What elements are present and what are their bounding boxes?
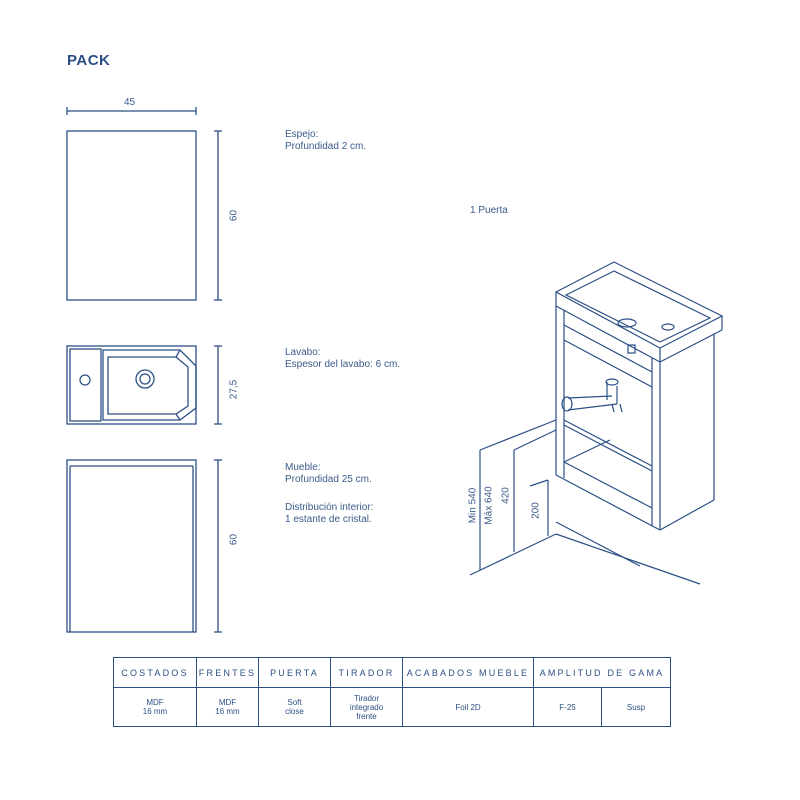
doors-note: 1 Puerta — [470, 205, 508, 216]
mirror-height-label: 60 — [228, 209, 240, 222]
height-420-label: 420 — [500, 487, 512, 504]
spec-table-row: MDF 16 mm MDF 16 mm Soft close Tirador i… — [113, 687, 671, 727]
basin-height-dimension — [214, 345, 222, 425]
mirror-front-view — [66, 130, 197, 301]
header-frentes: FRENTES — [196, 657, 259, 688]
isometric-cabinet — [469, 261, 724, 585]
cell-acabados: Foil 2D — [402, 687, 534, 727]
cell-amplitud-susp: Susp — [601, 687, 671, 727]
mirror-height-dimension — [214, 130, 222, 301]
top-width-label: 45 — [124, 97, 136, 108]
cell-amplitud-f25: F-25 — [533, 687, 602, 727]
cell-puerta: Soft close — [258, 687, 331, 727]
width-dimension-line — [66, 107, 197, 115]
height-200-label: 200 — [530, 502, 542, 519]
max-height-label: Máx 640 — [483, 486, 495, 525]
header-costados: COSTADOS — [113, 657, 197, 688]
header-acabados-mueble: ACABADOS MUEBLE — [402, 657, 534, 688]
spec-table: COSTADOS FRENTES PUERTA TIRADOR ACABADOS… — [113, 657, 671, 727]
cabinet-height-dimension — [214, 459, 222, 633]
cabinet-height-label: 60 — [228, 533, 240, 546]
spec-table-header-row: COSTADOS FRENTES PUERTA TIRADOR ACABADOS… — [113, 657, 671, 688]
page-title: PACK — [67, 52, 111, 69]
basin-height-label: 27,5 — [228, 379, 240, 400]
header-puerta: PUERTA — [258, 657, 331, 688]
cell-tirador: Tirador integrado frente — [330, 687, 403, 727]
cell-frentes: MDF 16 mm — [196, 687, 259, 727]
basin-top-view — [66, 345, 197, 425]
mirror-note: Espejo: Profundidad 2 cm. — [285, 129, 367, 152]
cabinet-front-view — [66, 459, 197, 633]
basin-note: Lavabo: Espesor del lavabo: 6 cm. — [285, 347, 401, 370]
cabinet-note: Mueble: Profundidad 25 cm. — [285, 462, 372, 485]
header-amplitud-de-gama: AMPLITUD DE GAMA — [533, 657, 671, 688]
cell-costados: MDF 16 mm — [113, 687, 197, 727]
header-tirador: TIRADOR — [330, 657, 403, 688]
min-height-label: Min 540 — [467, 487, 479, 524]
interior-note: Distribución interior: 1 estante de cris… — [285, 502, 374, 525]
